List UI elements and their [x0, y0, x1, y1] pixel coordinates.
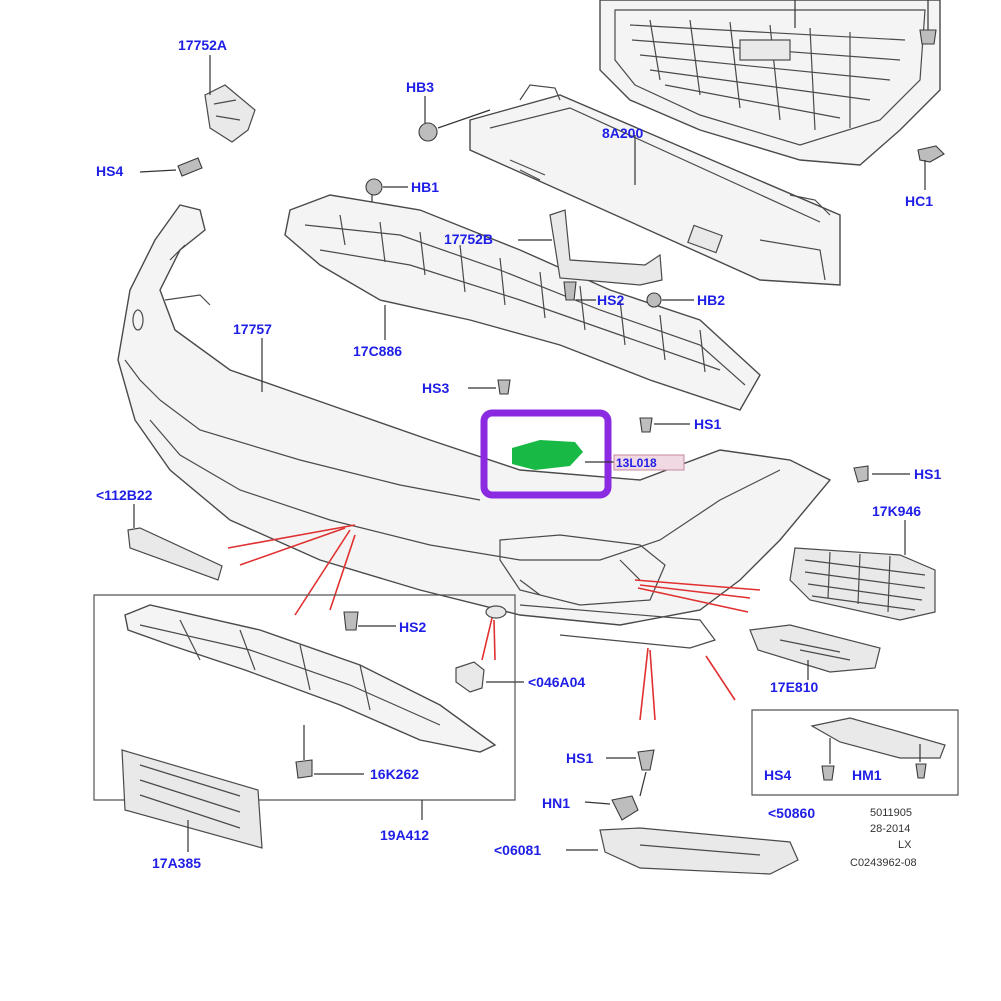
label-17752B[interactable]: 17752B: [444, 231, 493, 247]
lower-trim-06081: [566, 827, 799, 875]
label-hb2[interactable]: HB2: [697, 292, 725, 308]
label-19A412[interactable]: 19A412: [380, 827, 429, 843]
label-50860[interactable]: <50860: [768, 805, 815, 821]
label-hc1[interactable]: HC1: [905, 193, 933, 209]
fog-grille-17K946: [789, 520, 936, 621]
label-06081[interactable]: <06081: [494, 842, 541, 858]
label-hs4-inset[interactable]: HS4: [764, 767, 791, 783]
bracket-17752A: [204, 55, 256, 143]
inset-frame-50860: [751, 709, 959, 796]
label-hs2-top[interactable]: HS2: [597, 292, 624, 308]
label-hs4-top[interactable]: HS4: [96, 163, 123, 179]
label-hm1[interactable]: HM1: [852, 767, 882, 783]
top-stud-fasteners: [794, 0, 937, 45]
reference-block: 5011905 28-2014 LX C0243962-08: [850, 807, 917, 869]
trim-strip-112B22: [127, 504, 223, 581]
energy-absorber-17C886: [284, 194, 761, 411]
ref-line-2: 28-2014: [870, 823, 910, 835]
screw-hs3: [468, 379, 511, 395]
screw-hs1-right: [853, 465, 910, 483]
screw-hs1-mid: [639, 417, 690, 433]
reinforcement-beam-8A200: [469, 84, 841, 286]
bracket-17752B: [518, 209, 663, 286]
label-hs2-bottom[interactable]: HS2: [399, 619, 426, 635]
ref-line-3: LX: [898, 839, 912, 851]
nut-hn1: [584, 795, 639, 821]
nut-hb2: [646, 292, 694, 308]
bumper-cover-17757: [117, 204, 832, 649]
group-frame-19A412: [93, 594, 516, 820]
label-hn1[interactable]: HN1: [542, 795, 570, 811]
bezel-17E810: [749, 624, 881, 680]
ref-line-1: 5011905: [870, 807, 912, 819]
bracket-046A04: [455, 661, 524, 693]
screw-hs1-bottom: [606, 749, 655, 797]
screw-hs4-top: [139, 157, 203, 177]
screw-hs2-bottom: [343, 611, 396, 631]
label-17K946[interactable]: 17K946: [872, 503, 921, 519]
label-17E810[interactable]: 17E810: [770, 679, 818, 695]
label-hb3[interactable]: HB3: [406, 79, 434, 95]
label-hs1-mid[interactable]: HS1: [694, 416, 721, 432]
red-pointer-lines: [227, 524, 761, 721]
part-labels: 17752A HS4 HB3 8A200 HC1 HB1 17752B HS2 …: [96, 37, 941, 871]
highlighted-part-13L018[interactable]: [480, 409, 685, 499]
label-17757[interactable]: 17757: [233, 321, 272, 337]
label-046A04[interactable]: <046A04: [528, 674, 585, 690]
label-17752A[interactable]: 17752A: [178, 37, 227, 53]
grille-part: [599, 0, 941, 166]
label-17A385[interactable]: 17A385: [152, 855, 201, 871]
label-8A200[interactable]: 8A200: [602, 125, 643, 141]
label-hs3[interactable]: HS3: [422, 380, 449, 396]
label-hb1[interactable]: HB1: [411, 179, 439, 195]
label-112B22[interactable]: <112B22: [96, 487, 153, 503]
label-17C886[interactable]: 17C886: [353, 343, 402, 359]
ref-line-4: C0243962-08: [850, 857, 917, 869]
screw-hs2-top: [563, 281, 596, 301]
clip-hc1: [917, 145, 945, 190]
label-13L018[interactable]: 13L018: [616, 456, 657, 470]
license-plate-bracket-17A385: [121, 749, 263, 852]
label-hs1-right[interactable]: HS1: [914, 466, 941, 482]
label-hs1-bottom[interactable]: HS1: [566, 750, 593, 766]
nut-hb3: [418, 96, 491, 142]
bolt-hb1: [365, 178, 408, 218]
label-16K262[interactable]: 16K262: [370, 766, 419, 782]
